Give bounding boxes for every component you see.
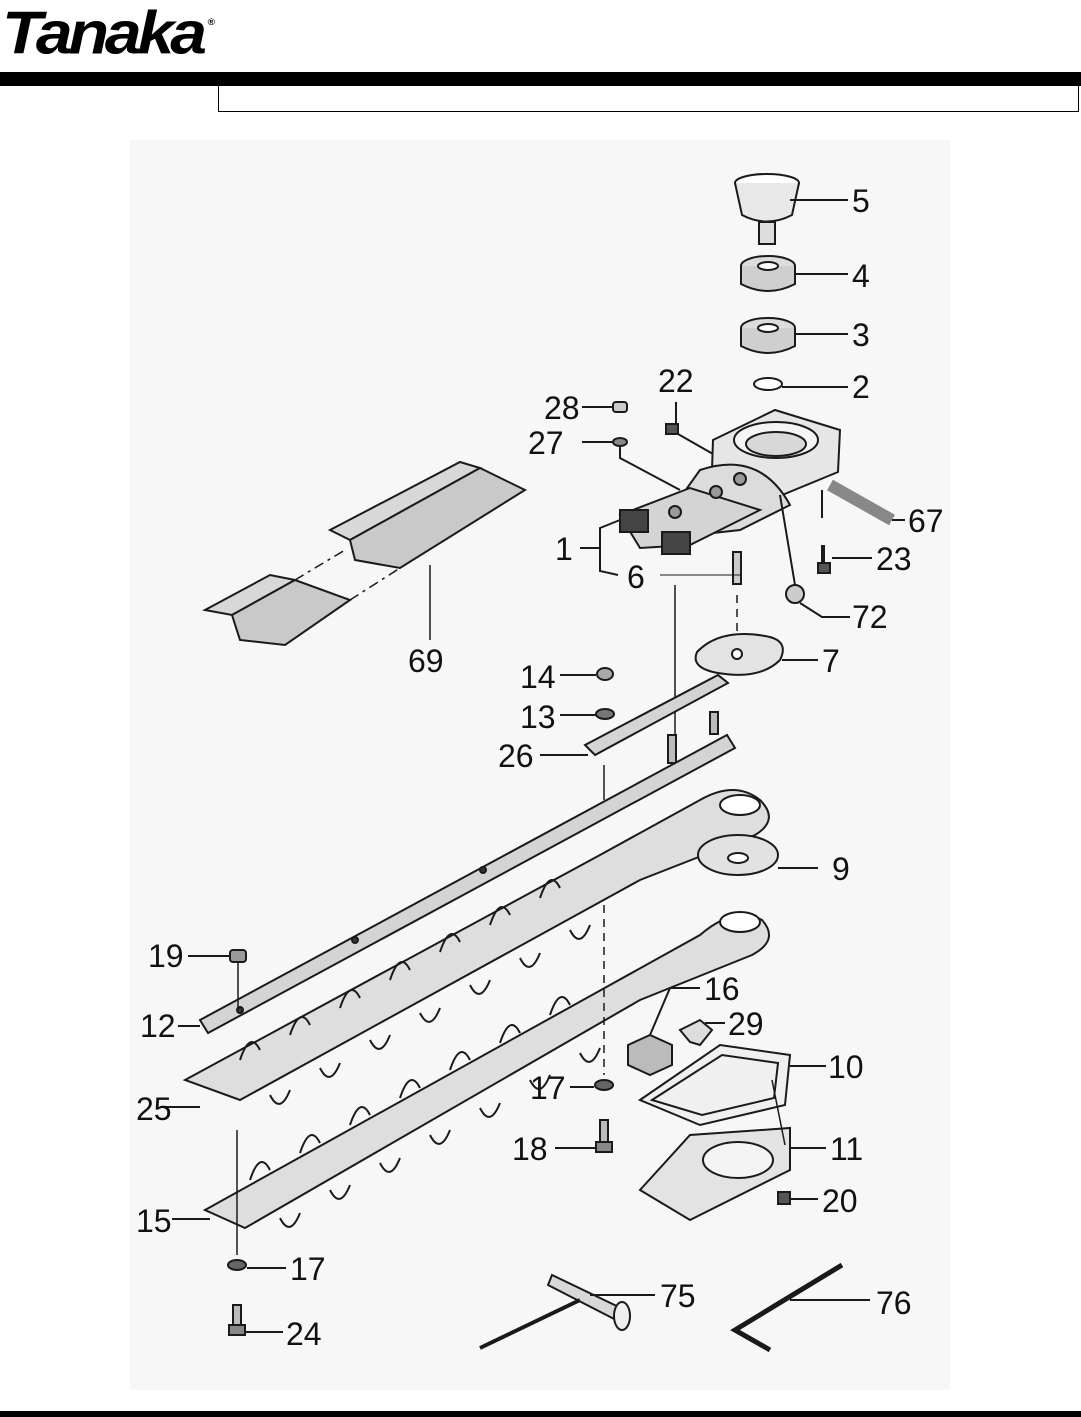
part-19-nut	[188, 949, 247, 1010]
part-28-nut	[582, 401, 628, 413]
part-75-t-wrench	[479, 1273, 655, 1350]
callout-28: 28	[544, 390, 580, 426]
callout-76: 76	[876, 1285, 912, 1321]
callout-16: 16	[704, 971, 740, 1007]
callout-67: 67	[908, 503, 944, 539]
part-7-plate	[694, 633, 818, 676]
callout-11: 11	[830, 1131, 863, 1167]
title-box	[218, 86, 1079, 112]
callout-19: 19	[148, 938, 184, 974]
callout-23: 23	[876, 541, 912, 577]
callout-7: 7	[822, 643, 840, 679]
part-27-washer	[582, 437, 681, 491]
part-17-washer-lower	[227, 1130, 286, 1271]
part-6-pin	[660, 551, 742, 770]
part-16-block	[627, 987, 700, 1077]
header-rule	[0, 72, 1081, 86]
callout-17-lower: 17	[290, 1251, 326, 1287]
callout-18: 18	[512, 1131, 548, 1167]
callout-17-center: 17	[530, 1070, 566, 1106]
part-4-bearing	[740, 255, 848, 292]
part-24-bolt	[228, 1304, 283, 1336]
part-3-bearing	[740, 317, 848, 354]
callout-12: 12	[140, 1008, 176, 1044]
callout-3: 3	[852, 317, 870, 353]
part-11-cover-plate	[638, 1079, 826, 1222]
part-29-clip	[678, 1018, 725, 1047]
callout-13: 13	[520, 699, 556, 735]
callout-5: 5	[852, 183, 870, 219]
part-25-upper-blade	[162, 789, 770, 1108]
footer-rule	[0, 1411, 1081, 1417]
callout-9: 9	[832, 851, 850, 887]
part-5-cover	[734, 173, 848, 245]
tanaka-logo: Tanaka®	[2, 0, 215, 67]
callout-25: 25	[136, 1091, 172, 1127]
callout-4: 4	[852, 258, 870, 294]
part-69-blade-cover	[202, 460, 528, 647]
callout-29: 29	[728, 1006, 764, 1042]
part-9-disc	[697, 834, 818, 876]
callout-1: 1	[555, 531, 573, 567]
callout-22: 22	[658, 363, 694, 399]
part-13-washer	[560, 708, 615, 720]
callout-27: 27	[528, 425, 564, 461]
callout-69: 69	[408, 643, 444, 679]
part-18-bolt	[555, 1119, 613, 1153]
callout-10: 10	[828, 1049, 864, 1085]
callout-2: 2	[852, 369, 870, 405]
callout-24: 24	[286, 1316, 322, 1352]
registered-mark: ®	[207, 17, 216, 28]
callout-6: 6	[627, 559, 645, 595]
logo-text: Tanaka	[2, 0, 207, 67]
part-1-gear-case	[580, 408, 842, 576]
part-76-hex-key	[730, 1262, 870, 1353]
part-72-nut	[779, 494, 850, 618]
callout-26: 26	[498, 738, 534, 774]
part-14-nut	[560, 667, 614, 681]
part-15-lower-blade	[172, 911, 771, 1230]
callout-75: 75	[660, 1278, 696, 1314]
callout-72: 72	[852, 599, 888, 635]
part-10-gasket	[637, 1043, 826, 1127]
part-26-plate	[540, 673, 730, 764]
part-2-snap-ring	[753, 377, 848, 391]
part-23-screw	[817, 545, 872, 574]
callout-15: 15	[136, 1203, 172, 1239]
part-17-washer	[570, 905, 614, 1091]
part-67-rod	[821, 479, 905, 526]
part-20-screw	[777, 1191, 818, 1205]
callout-14: 14	[520, 659, 556, 695]
callout-20: 20	[822, 1183, 858, 1219]
part-12-long-bar	[178, 733, 737, 1035]
